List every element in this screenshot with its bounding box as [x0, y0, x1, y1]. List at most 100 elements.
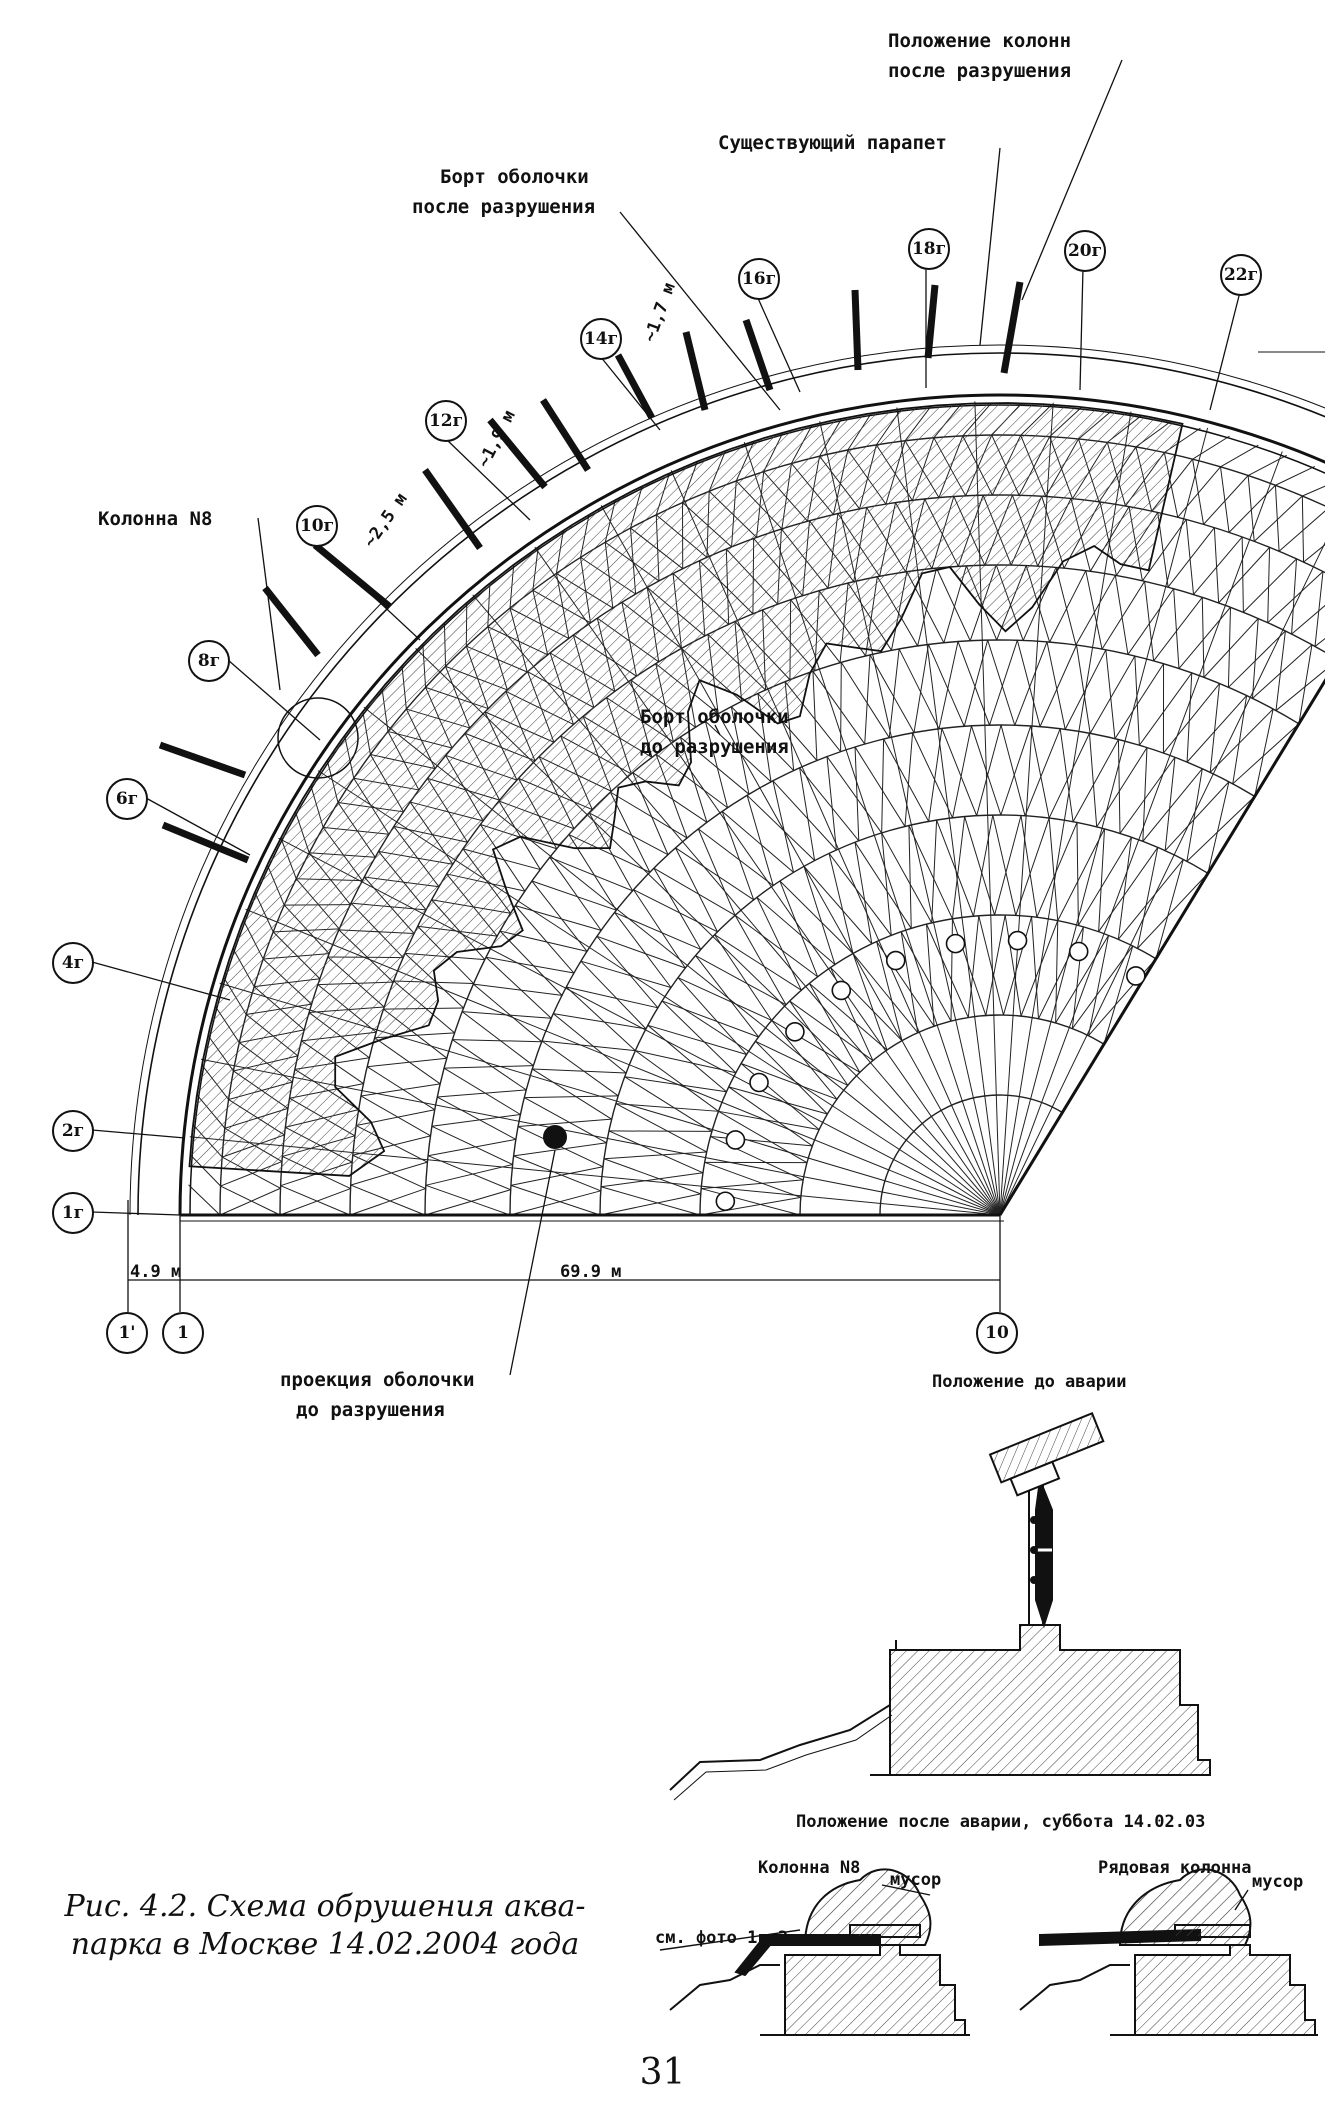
grid-diagonal [1207, 781, 1230, 874]
grid-diagonal [1055, 567, 1077, 646]
grid-diagonal [1314, 571, 1324, 647]
column-after-collapse [682, 331, 709, 411]
grid-diagonal [647, 1024, 727, 1093]
grid-diagonal [549, 856, 633, 892]
grid-diagonal [518, 1118, 612, 1128]
grid-diagonal [360, 1083, 441, 1097]
column-after-collapse [158, 741, 247, 779]
damaged-zone [188, 402, 1184, 1177]
grid-diagonal [900, 931, 952, 1022]
grid-diagonal [1117, 859, 1184, 940]
axis-bubble: 18г [908, 228, 950, 270]
grid-diagonal [734, 914, 818, 978]
grid-diagonal [220, 1185, 281, 1216]
grid-diagonal [635, 1050, 736, 1074]
grid-diagonal [510, 1166, 604, 1186]
rim-before-label-2: до разрушения [640, 736, 789, 758]
axis-bubble: 16г [738, 258, 780, 300]
columns-after-label-2: после разрушения [888, 60, 1072, 82]
grid-diagonal [936, 819, 974, 917]
grid-diagonal [746, 795, 774, 886]
grid-diagonal [647, 1024, 747, 1055]
column-after-collapse [262, 585, 321, 658]
grid-diagonal [452, 1039, 527, 1091]
grid-diagonal [840, 662, 890, 738]
grid-diagonal [1057, 828, 1105, 921]
grid-diagonal [1117, 739, 1121, 834]
grid-diagonal [718, 1110, 808, 1164]
grid-diagonal [1055, 920, 1059, 1023]
grid-diagonal [425, 1163, 513, 1186]
grid-diagonal [826, 756, 883, 834]
axis-leader [91, 1129, 186, 1139]
grid-diagonal [927, 644, 965, 727]
grid-diagonal [803, 866, 836, 965]
column-after-collapse [742, 318, 774, 392]
grid-diagonal [1228, 484, 1276, 533]
grid-diagonal [280, 1185, 351, 1216]
grid-diagonal [1101, 581, 1146, 650]
grid-diagonal [219, 1187, 281, 1216]
grid-diagonal [1031, 916, 1040, 1019]
grid-diagonal [513, 1142, 607, 1157]
grid-radial [999, 427, 1209, 1216]
grid-diagonal [869, 654, 915, 733]
grid-diagonal [1209, 683, 1221, 773]
column-n8-section-title: Колонна N8 [758, 1858, 861, 1878]
grid-diagonal [908, 825, 953, 920]
grid-diagonal [1201, 597, 1205, 678]
grid-diagonal [976, 724, 1002, 816]
grid-diagonal [1220, 466, 1230, 533]
grid-diagonal [624, 1076, 727, 1093]
grid-diagonal [1016, 640, 1041, 727]
grid-diagonal [1303, 544, 1325, 563]
grid-diagonal [1142, 747, 1148, 842]
grid-diagonal [697, 828, 736, 916]
grid-diagonal [350, 1161, 428, 1186]
grid-diagonal [936, 567, 971, 641]
grid-diagonal [852, 953, 888, 1051]
grid-diagonal [1064, 649, 1107, 730]
axis-leader [444, 437, 531, 521]
grid-diagonal [473, 983, 542, 1043]
grid-diagonal [1232, 723, 1300, 785]
grid-diagonal [633, 889, 686, 969]
grid-diagonal [826, 756, 837, 851]
leader-line [509, 1149, 556, 1376]
grid-diagonal [1000, 725, 1032, 816]
axis-bubble: 12г [425, 400, 467, 442]
grid-diagonal [1155, 859, 1184, 959]
grid-diagonal [992, 814, 1017, 916]
grid-diagonal [633, 889, 718, 933]
axis-bubble: 1г [52, 1192, 94, 1234]
opening-circle [1126, 966, 1146, 986]
grid-diagonal [677, 977, 772, 1021]
grid-diagonal [989, 640, 1018, 726]
grid-diagonal [437, 1089, 527, 1098]
grid-diagonal [771, 1020, 838, 1100]
grid-diagonal [1247, 475, 1255, 542]
grid-diagonal [808, 983, 861, 1073]
grid-diagonal [462, 1011, 552, 1019]
axis-leader [315, 542, 421, 641]
grid-diagonal [600, 1186, 701, 1216]
column-n8-circle [277, 697, 359, 779]
grid-diagonal [1142, 768, 1203, 842]
grid-diagonal [1232, 695, 1248, 784]
grid-diagonal [1059, 728, 1074, 822]
grid-diagonal [704, 721, 729, 808]
grid-diagonal [1278, 510, 1325, 552]
grid-diagonal [424, 1189, 511, 1216]
grid-diagonal [772, 780, 837, 851]
grid-diagonal [1247, 454, 1287, 476]
debris-label-right: мусор [1252, 1872, 1304, 1892]
caption-line: парка в Москве 14.02.2004 года [70, 1927, 580, 1962]
grid-diagonal [366, 1066, 435, 1111]
column-after-collapse [161, 821, 250, 864]
grid-diagonal [1275, 669, 1325, 711]
grid-diagonal [596, 935, 659, 1009]
grid-diagonal [524, 1097, 607, 1144]
axis-bubble: 6г [106, 778, 148, 820]
axis-leader [1079, 267, 1084, 391]
grid-diagonal [531, 1068, 612, 1120]
